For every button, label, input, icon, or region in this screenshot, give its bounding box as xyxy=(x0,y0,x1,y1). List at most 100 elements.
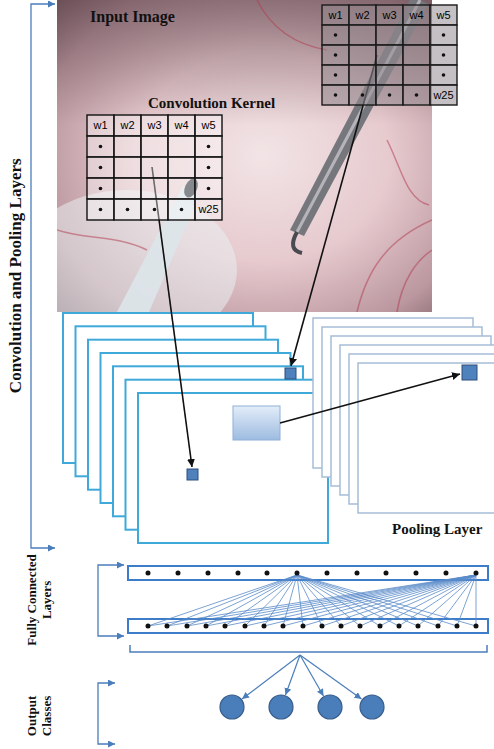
pooling-map-stack xyxy=(313,318,494,513)
kernel-cell xyxy=(430,5,457,25)
layer-caption: Pooling Layer xyxy=(392,521,482,538)
ellipsis-dot xyxy=(442,73,446,77)
section-label: Fully Connected Layers xyxy=(25,550,55,650)
kernel-weight: w3 xyxy=(147,120,161,131)
ellipsis-dot xyxy=(334,53,338,57)
kernel-cell xyxy=(168,136,195,157)
vessel xyxy=(387,140,429,205)
kernel-cell xyxy=(403,5,430,25)
pooled-unit xyxy=(462,365,477,380)
kernel-weight: w4 xyxy=(174,120,188,131)
output-arrow xyxy=(300,655,324,696)
output-neurons xyxy=(220,695,384,719)
output-neuron xyxy=(220,695,244,719)
convolution-kernel-grid: w1w2w3w4w5w25 xyxy=(322,5,457,105)
ellipsis-dot xyxy=(388,93,392,97)
kernel-cell xyxy=(114,136,141,157)
kernel-cell xyxy=(114,199,141,220)
section-bracket xyxy=(98,565,124,636)
kernel-arrow xyxy=(291,55,377,366)
kernel-cell xyxy=(349,5,376,25)
vessel xyxy=(397,250,432,312)
kernel-weight: w1 xyxy=(93,120,107,131)
convolution-kernel-grid: w1w2w3w4w5w25 xyxy=(87,115,222,220)
kernel-cell xyxy=(87,136,114,157)
kernel-cell xyxy=(141,199,168,220)
section-bracket xyxy=(98,683,115,744)
ellipsis-dot xyxy=(99,187,103,191)
kernel-weight: w3 xyxy=(382,10,396,21)
kernel-cell xyxy=(141,136,168,157)
kernel-cell xyxy=(349,85,376,105)
blood-vessels xyxy=(57,0,432,312)
image-title: Input Image xyxy=(90,9,175,25)
kernel-cell xyxy=(168,157,195,178)
kernel-cell xyxy=(349,65,376,85)
ellipsis-dot xyxy=(153,208,157,212)
kernel-cell xyxy=(322,45,349,65)
kernel-cell xyxy=(349,25,376,45)
output-neuron xyxy=(360,695,384,719)
kernel-cell xyxy=(114,115,141,136)
kernel-cell xyxy=(87,115,114,136)
kernel-cell xyxy=(430,45,457,65)
kernel-cell xyxy=(87,157,114,178)
kernel-weight: w25 xyxy=(198,204,218,215)
output-arrows xyxy=(242,655,362,699)
output-arrow xyxy=(300,655,362,699)
kernel-weight: w1 xyxy=(328,10,342,21)
ellipsis-dot xyxy=(99,166,103,170)
kernel-cell xyxy=(403,85,430,105)
kernel-cell xyxy=(322,25,349,45)
ellipsis-dot xyxy=(207,166,211,170)
kernel-cell xyxy=(430,25,457,45)
kernel-cell xyxy=(376,5,403,25)
activation-unit xyxy=(187,469,198,480)
vessel xyxy=(357,220,432,312)
kernel-cell xyxy=(87,199,114,220)
kernel-cell xyxy=(168,115,195,136)
kernel-cell xyxy=(195,157,222,178)
kernel-cell xyxy=(195,115,222,136)
ellipsis-dot xyxy=(99,145,103,149)
mapping-arrows xyxy=(152,55,460,467)
section-label: Convolution and Pooling Layers xyxy=(5,158,25,393)
kernel-cell xyxy=(403,25,430,45)
tool-highlight xyxy=(297,0,420,232)
input-photo xyxy=(57,0,432,312)
kernel-cell xyxy=(168,178,195,199)
feature-map-stack xyxy=(63,313,328,543)
kernel-cell xyxy=(141,178,168,199)
pooling-arrow xyxy=(280,374,460,423)
output-arrow xyxy=(286,655,301,695)
ellipsis-dot xyxy=(126,208,130,212)
kernel-cell xyxy=(403,65,430,85)
kernel-cell xyxy=(430,65,457,85)
tool-tip xyxy=(293,232,302,253)
kernel-weight: w2 xyxy=(120,120,134,131)
neuron-dots xyxy=(148,573,476,626)
kernel-cell xyxy=(141,157,168,178)
dense-connections xyxy=(148,575,476,626)
ellipsis-dot xyxy=(207,187,211,191)
kernel-cell xyxy=(322,5,349,25)
output-arrow xyxy=(242,655,300,699)
ellipsis-dot xyxy=(334,73,338,77)
ellipsis-dot xyxy=(334,33,338,37)
ellipsis-dot xyxy=(415,93,419,97)
pooling-window xyxy=(233,406,280,440)
kernel-weight: w25 xyxy=(433,90,453,101)
kernel-cell xyxy=(195,136,222,157)
kernel-cell xyxy=(376,45,403,65)
layer-bracket xyxy=(130,645,487,652)
ellipsis-dot xyxy=(442,53,446,57)
ellipsis-dot xyxy=(334,93,338,97)
kernel-cell xyxy=(114,178,141,199)
side-brackets xyxy=(31,4,124,744)
kernel-cell xyxy=(349,45,376,65)
kernel-cell xyxy=(322,85,349,105)
kernel-cell xyxy=(376,85,403,105)
kernel-cell xyxy=(376,25,403,45)
kernel-weight: w4 xyxy=(409,10,423,21)
